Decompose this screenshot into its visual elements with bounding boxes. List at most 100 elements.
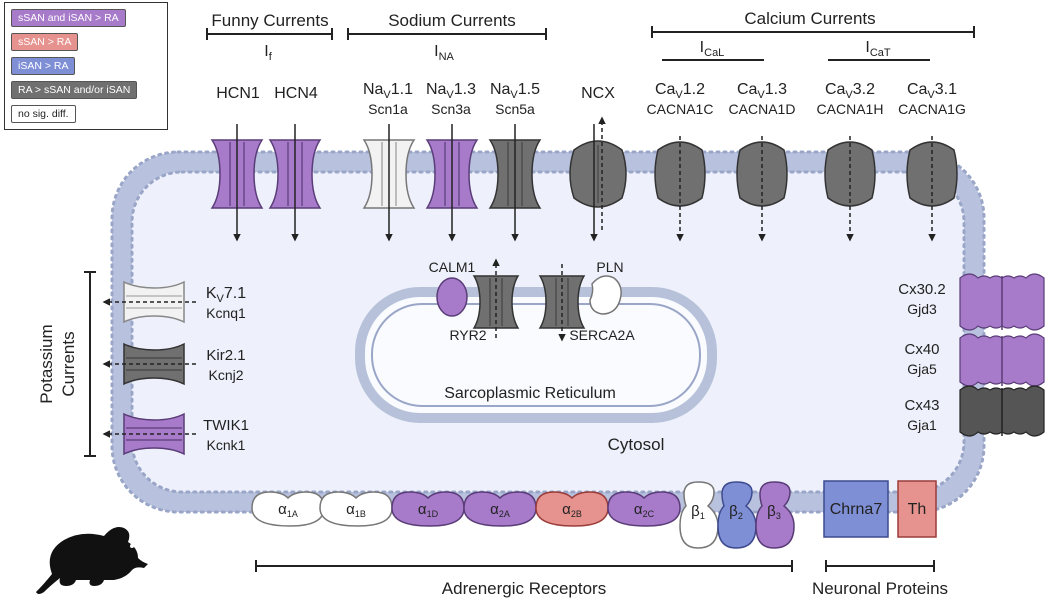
svg-text:β3: β3 [767,503,781,521]
hcn1-channel [210,124,264,242]
cx43-connexin [959,385,1045,437]
receptor-beta-1: β1 [679,481,719,549]
potassium-title-line1: Potassium [37,324,56,403]
legend-item: sSAN and iSAN > RA [11,9,161,29]
channel-gene: Scn5a [495,101,535,117]
connexin-gene: Gjd3 [907,301,937,317]
receptor-alpha-2b: α2B [535,491,609,527]
kir21-channel [102,342,196,386]
cav31-channel [906,136,958,242]
channel-name: KV7.1 [206,285,246,305]
kv71-channel [102,280,196,324]
legend-item: iSAN > RA [11,57,161,77]
chrna7-box [823,480,889,538]
channel-name: NCX [581,85,615,102]
top-channels [210,116,958,242]
sr-proteins: CALM1 RYR2 SERCA2A PLN [429,258,635,343]
receptor-beta-2: β2 [717,481,757,549]
channel-gene: Kcnj2 [208,367,243,383]
legend: sSAN and iSAN > RA sSAN > RA iSAN > RA R… [4,2,168,130]
svg-text:α2C: α2C [634,501,655,519]
neuronal-proteins: Chrna7 Th [823,480,937,538]
channel-name: CaV1.2 [655,81,705,101]
neuronal-title: Neuronal Proteins [812,579,948,598]
th-label: Th [908,501,927,518]
pln-protein [589,275,622,315]
channel-gene: Scn1a [368,101,408,117]
legend-label: iSAN > RA [11,57,76,75]
ical-symbol: ICaL [700,39,725,59]
legend-item: RA > sSAN and/or iSAN [11,81,161,101]
cav32-channel [824,136,876,242]
receptor-beta-3: β3 [755,481,795,549]
channel-name: Kir2.1 [206,347,245,364]
channel-name: CaV3.2 [825,81,875,101]
calm1-protein [436,277,468,317]
legend-label: sSAN and iSAN > RA [11,9,126,27]
sodium-current-symbol: INA [434,43,454,63]
channel-name: TWIK1 [203,417,249,434]
channel-gene: CACNA1D [729,101,796,117]
connexin-gene: Gja5 [907,361,937,377]
adrenergic-title: Adrenergic Receptors [442,579,606,598]
left-channels: KV7.1 Kcnq1 Kir2.1 Kcnj2 TWIK1 Kcnk1 [102,280,249,456]
receptor-alpha-1a: α1A [251,491,325,527]
icat-symbol: ICaT [865,39,891,59]
top-channel-labels: HCN1 HCN4 NaV1.1 Scn1a NaV1.3 Scn3a NaV1… [216,81,966,117]
svg-text:α1D: α1D [418,501,439,519]
cav12-channel [654,136,706,242]
receptor-alpha-1d: α1D [391,491,465,527]
funny-currents-title: Funny Currents [211,11,328,30]
svg-text:β1: β1 [691,503,705,521]
adrenergic-receptors: α1A α1B α1D α2A α2B α2C β1 β2 [251,481,795,549]
ryr2-channel [472,258,520,338]
nav13-channel [425,124,479,242]
svg-text:α1A: α1A [278,501,298,519]
ryr2-label: RYR2 [449,327,486,343]
hcn4-channel [268,124,322,242]
calcium-currents-title: Calcium Currents [744,9,875,28]
pln-label: PLN [596,259,623,275]
chrna7-label: Chrna7 [830,501,883,518]
channel-gene: Kcnq1 [206,305,246,321]
svg-text:α2B: α2B [562,501,582,519]
funny-current-symbol: If [264,43,272,63]
channel-name: NaV1.5 [490,81,540,101]
legend-label: RA > sSAN and/or iSAN [11,81,138,99]
sodium-currents-title: Sodium Currents [388,11,516,30]
sr-label: Sarcoplasmic Reticulum [444,385,616,402]
mouse-icon [36,527,148,594]
receptor-alpha-2c: α2C [607,491,681,527]
nav11-channel [362,124,416,242]
svg-text:β2: β2 [729,503,743,521]
channel-gene: Kcnk1 [207,437,246,453]
channel-gene: CACNA1H [817,101,884,117]
receptor-alpha-2a: α2A [463,491,537,527]
sarcoplasmic-reticulum: Sarcoplasmic Reticulum [355,287,717,423]
legend-label: sSAN > RA [11,33,79,51]
legend-item: sSAN > RA [11,33,161,53]
potassium-title-line2: Currents [59,331,78,396]
channel-name: HCN4 [274,85,318,102]
serca2a-label: SERCA2A [569,327,635,343]
channel-gene: Scn3a [431,101,471,117]
serca2a-pump [538,264,586,342]
calm1-label: CALM1 [429,259,476,275]
channel-name: NaV1.1 [363,81,413,101]
svg-text:α1B: α1B [346,501,366,519]
nav15-channel [488,124,542,242]
legend-item: no sig. diff. [11,105,161,125]
channel-name: CaV1.3 [737,81,787,101]
channel-name: HCN1 [216,85,260,102]
channel-name: CaV3.1 [907,81,957,101]
connexin-name: Cx43 [904,397,939,414]
channel-gene: CACNA1C [647,101,714,117]
th-box [897,480,937,538]
group-headers: Funny Currents If Sodium Currents INA Ca… [37,9,975,598]
channel-gene: CACNA1G [898,101,966,117]
connexin-name: Cx40 [904,341,939,358]
ncx-exchanger [569,116,627,242]
receptor-alpha-1b: α1B [319,491,393,527]
legend-label: no sig. diff. [11,105,76,123]
